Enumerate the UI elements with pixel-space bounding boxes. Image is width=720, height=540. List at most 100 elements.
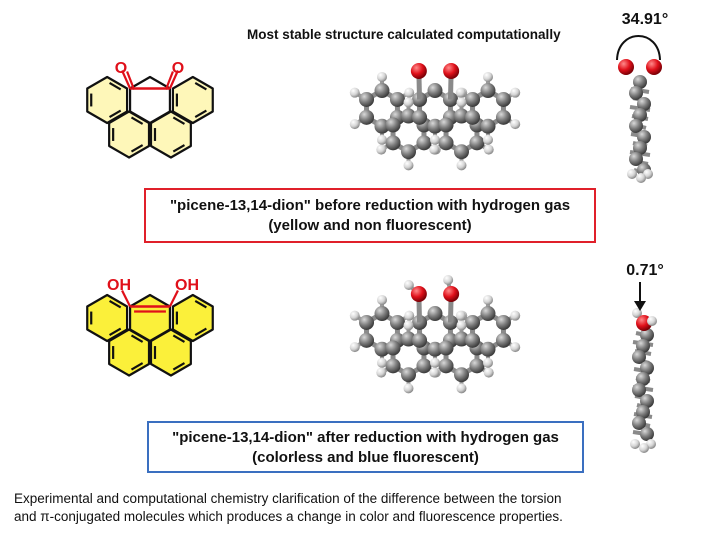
hydrogen-atom [455, 87, 466, 98]
carbon-atom [629, 152, 643, 166]
carbon-atom [632, 416, 646, 430]
hydrogen-atom [627, 169, 637, 179]
carbon-atom [454, 144, 470, 160]
hydrogen-atom [376, 144, 387, 155]
before-reduction-line1: "picene-13,14-dion" before reduction wit… [169, 197, 571, 214]
hydrogen-atom [349, 342, 360, 353]
formula-double-bond [130, 144, 144, 153]
formula-double-bond [194, 327, 207, 336]
formula-double-bond [172, 362, 186, 371]
formula-co-bond [168, 70, 179, 89]
carbon-atom [465, 91, 481, 107]
carbon-atom [480, 306, 496, 322]
hydrogen-atom [376, 71, 387, 82]
hydrogen-atom [403, 320, 414, 331]
hydrogen-atom [403, 280, 414, 290]
carbon-atom [640, 361, 654, 375]
hydrogen-atom [404, 87, 415, 98]
carbon-atom [636, 339, 650, 353]
hydrogen-atom [430, 357, 440, 368]
carbon-atom [633, 75, 647, 89]
carbon-atom [385, 135, 401, 151]
formula-bottom-oh-right: OH [175, 277, 199, 294]
formula-double-bond [194, 300, 207, 309]
formula-top-o-left: O [115, 60, 127, 77]
carbon-atom [465, 314, 481, 330]
formula-ring [171, 75, 214, 125]
picene-diol-side-view [630, 308, 657, 453]
carbon-atom [412, 109, 428, 125]
caption-line1: Experimental and computational chemistry… [14, 491, 562, 506]
carbon-atom [454, 331, 470, 347]
oxygen-atom [646, 59, 662, 75]
carbon-atom [640, 328, 654, 342]
hydrogen-atom [483, 71, 494, 82]
picene-dione-3d-model [349, 63, 521, 171]
carbon-atom [427, 118, 443, 134]
hydrogen-atom [483, 134, 494, 145]
hydrogen-atom [510, 342, 521, 353]
formula-double-bond [109, 300, 122, 309]
carbon-atom [637, 130, 651, 144]
carbon-atom [636, 372, 650, 386]
hydrogen-atom [429, 367, 440, 378]
hydrogen-atom [376, 294, 387, 305]
carbon-atom [465, 109, 481, 125]
formula-double-bond [109, 82, 122, 91]
hydrogen-atom [632, 308, 642, 318]
hydrogen-atom [639, 443, 649, 453]
oxygen-atom [443, 286, 460, 302]
carbon-atom [427, 306, 443, 322]
carbon-atom [495, 332, 511, 348]
carbon-atom [427, 341, 443, 357]
torsion-angle-arc [616, 35, 661, 61]
hydrogen-atom [456, 320, 467, 331]
before-reduction-line2: (yellow and non fluorescent) [268, 217, 472, 234]
oxygen-atom [410, 63, 427, 79]
carbon-atom [359, 314, 375, 330]
carbon-atom [480, 83, 496, 99]
hydrogen-atom [443, 275, 454, 285]
hydrogen-atom [483, 294, 494, 305]
carbon-atom [480, 341, 496, 357]
carbon-atom [632, 350, 646, 364]
carbon-atom [636, 405, 650, 419]
oxygen-atom [410, 286, 427, 302]
carbon-atom [374, 83, 390, 99]
formula-double-bond [194, 82, 207, 91]
torsion-angle-label-bottom: 0.71° [626, 262, 664, 279]
carbon-atom [438, 340, 454, 356]
carbon-atom [400, 367, 416, 383]
formula-bottom-oh-left: OH [107, 277, 131, 294]
carbon-atom [374, 118, 390, 134]
hydrogen-atom [483, 357, 494, 368]
carbon-atom [385, 117, 401, 133]
carbon-atom [359, 332, 375, 348]
formula-double-bond [172, 334, 186, 343]
after-reduction-box: "picene-13,14-dion" after reduction with… [147, 421, 584, 473]
diagram-title: Most stable structure calculated computa… [247, 27, 561, 42]
hydrogen-atom [483, 367, 494, 378]
carbon-atom [495, 314, 511, 330]
carbon-atom [438, 135, 454, 151]
carbon-atom [416, 135, 432, 151]
formula-double-bond [194, 109, 207, 118]
hydrogen-atom [349, 87, 360, 98]
carbon-atom [495, 91, 511, 107]
formula-double-bond [109, 109, 122, 118]
carbon-atom [495, 109, 511, 125]
carbon-atom [480, 118, 496, 134]
formula-top-o-right: O [172, 60, 184, 77]
carbon-atom [465, 332, 481, 348]
picene-dione-side-view [618, 59, 662, 183]
hydrogen-atom [456, 160, 467, 171]
carbon-atom [374, 341, 390, 357]
hydrogen-atom [636, 173, 646, 183]
carbon-atom [454, 108, 470, 124]
formula-co-bond [168, 290, 179, 307]
carbon-atom [359, 109, 375, 125]
after-reduction-line1: "picene-13,14-dion" after reduction with… [172, 429, 559, 446]
carbon-atom [359, 91, 375, 107]
oxygen-atom [618, 59, 634, 75]
